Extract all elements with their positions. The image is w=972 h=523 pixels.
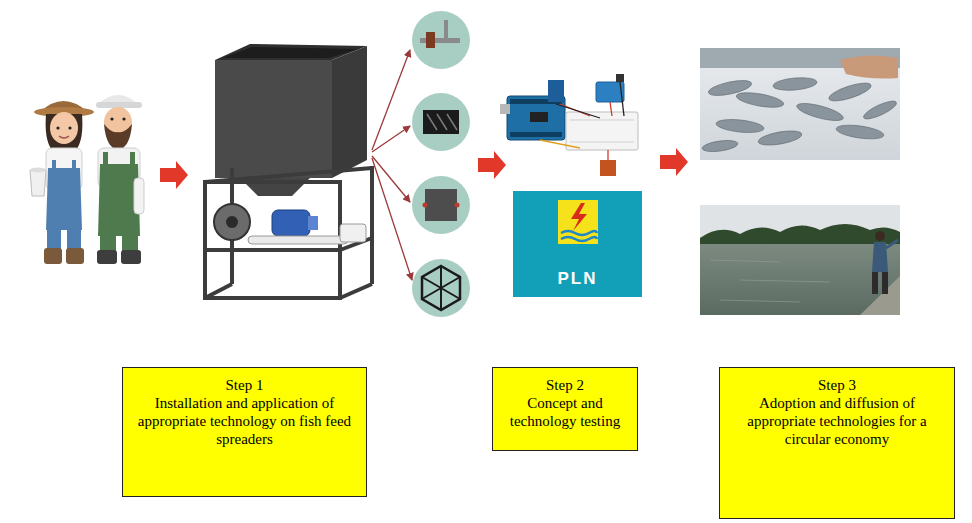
step-heading: Step 2 [501,376,629,394]
pln-logo: PLN [513,191,642,297]
step-description: Concept and technology testing [501,394,629,430]
step-box: Step 3Adoption and diffusion of appropri… [719,367,955,519]
component-icon [412,11,470,317]
arduino-circuit [500,74,638,176]
pln-emblem [557,199,599,245]
farmers-illustration [30,95,144,264]
step-box: Step 2Concept and technology testing [492,367,638,451]
step-heading: Step 1 [131,376,358,394]
pond-photo [700,205,900,315]
logo-text: PLN [558,269,598,289]
feed-spreader-machine [205,44,372,300]
component-pointer [372,50,412,280]
step-box: Step 1Installation and application of ap… [122,367,367,497]
step-description: Installation and application of appropri… [131,394,358,448]
step-heading: Step 3 [728,376,946,394]
step-description: Adoption and diffusion of appropriate te… [728,394,946,448]
fish-harvest-photo [700,48,900,160]
